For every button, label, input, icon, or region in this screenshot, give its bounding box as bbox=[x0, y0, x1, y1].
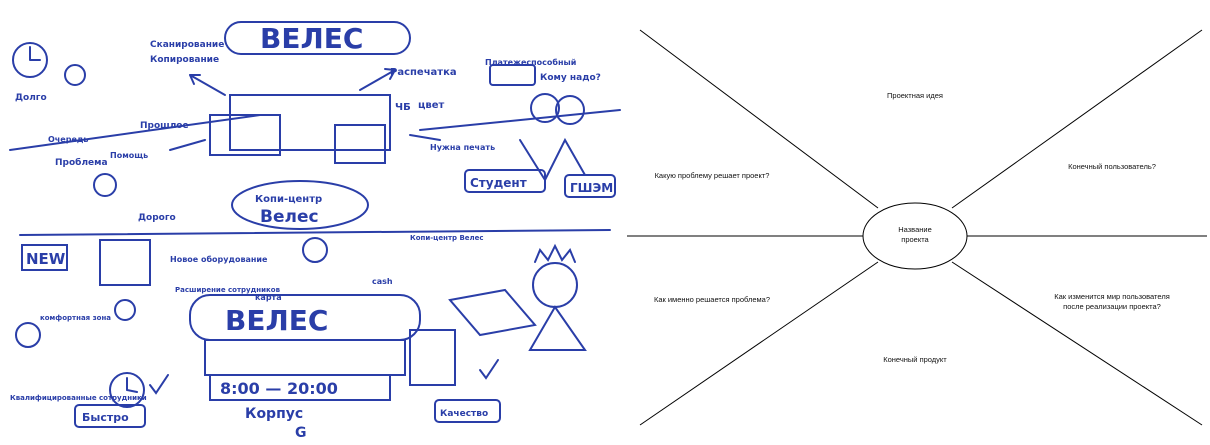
bw-text: ЧБ bbox=[395, 102, 411, 113]
right-top-label: Конечный пользователь? bbox=[1042, 162, 1182, 172]
who-needs-text: Кому надо? bbox=[540, 73, 601, 83]
diagonal-bottom-right bbox=[952, 262, 1202, 425]
paid-text: Платежеспособный bbox=[485, 57, 576, 67]
cash-text: cash bbox=[372, 277, 393, 286]
before-text: Прошлое bbox=[140, 121, 189, 131]
sketch-divider-right bbox=[420, 110, 620, 130]
fast-text: Быстро bbox=[82, 411, 129, 424]
help-text: Помощь bbox=[110, 151, 148, 160]
sketch-divider-top bbox=[10, 115, 260, 150]
card-text: карта bbox=[255, 293, 282, 302]
new-text: NEW bbox=[26, 250, 66, 268]
brand-bottom-text: ВЕЛЕС bbox=[225, 304, 328, 337]
brand-top-text: ВЕЛЕС bbox=[260, 22, 363, 55]
problem-text: Проблема bbox=[55, 157, 108, 168]
center-line2-text: Велес bbox=[260, 207, 319, 227]
diagonal-top-left bbox=[640, 30, 878, 208]
sketch-image: ВЕЛЕС Сканирование Копирование Распечатк… bbox=[0, 0, 622, 445]
center-line1-text: Копи-центр bbox=[255, 194, 322, 205]
copy-center-small-text: Копи-центр Велес bbox=[410, 234, 484, 242]
diagonal-bottom-left bbox=[640, 262, 878, 425]
queue-text: Очередь bbox=[48, 135, 88, 144]
student-text: Студент bbox=[470, 176, 527, 190]
qualified-text: Квалифицированные сотрудники bbox=[10, 394, 147, 402]
rshem-text: ГШЭМ bbox=[570, 181, 613, 195]
right-bottom-label-line2: после реализации проекта? bbox=[1032, 302, 1192, 312]
print-text: Распечатка bbox=[390, 67, 457, 78]
right-bottom-label-line1: Как изменится мир пользователя bbox=[1032, 292, 1192, 302]
expensive-text: Дорого bbox=[138, 213, 176, 223]
center-label-line2: проекта bbox=[880, 235, 950, 245]
comfort-zone-text: комфортная зона bbox=[40, 314, 111, 322]
diagonal-top-right bbox=[952, 30, 1202, 208]
sketch-divider-mid bbox=[20, 230, 610, 235]
hours-text: 8:00 — 20:00 bbox=[220, 379, 338, 398]
slow-text: Долго bbox=[15, 93, 47, 103]
bottom-label: Конечный продукт bbox=[850, 355, 980, 365]
top-label: Проектная идея bbox=[850, 91, 980, 101]
building-letter-text: G bbox=[295, 425, 307, 441]
color-text: цвет bbox=[418, 100, 445, 111]
printer-stack-drawing bbox=[230, 95, 390, 150]
left-top-label: Какую проблему решает проект? bbox=[637, 171, 787, 181]
new-equipment-text: Новое оборудование bbox=[170, 254, 268, 264]
need-print-text: Нужна печать bbox=[430, 143, 495, 152]
scan-text: Сканирование bbox=[150, 40, 224, 50]
project-canvas-diagram: Название проекта Проектная идея Какую пр… bbox=[622, 0, 1210, 445]
left-bottom-label: Как именно решается проблема? bbox=[637, 295, 787, 305]
center-label-line1: Название bbox=[880, 225, 950, 235]
copy-text: Копирование bbox=[150, 55, 219, 65]
building-text: Корпус bbox=[245, 406, 303, 422]
quality-text: Качество bbox=[440, 409, 488, 419]
